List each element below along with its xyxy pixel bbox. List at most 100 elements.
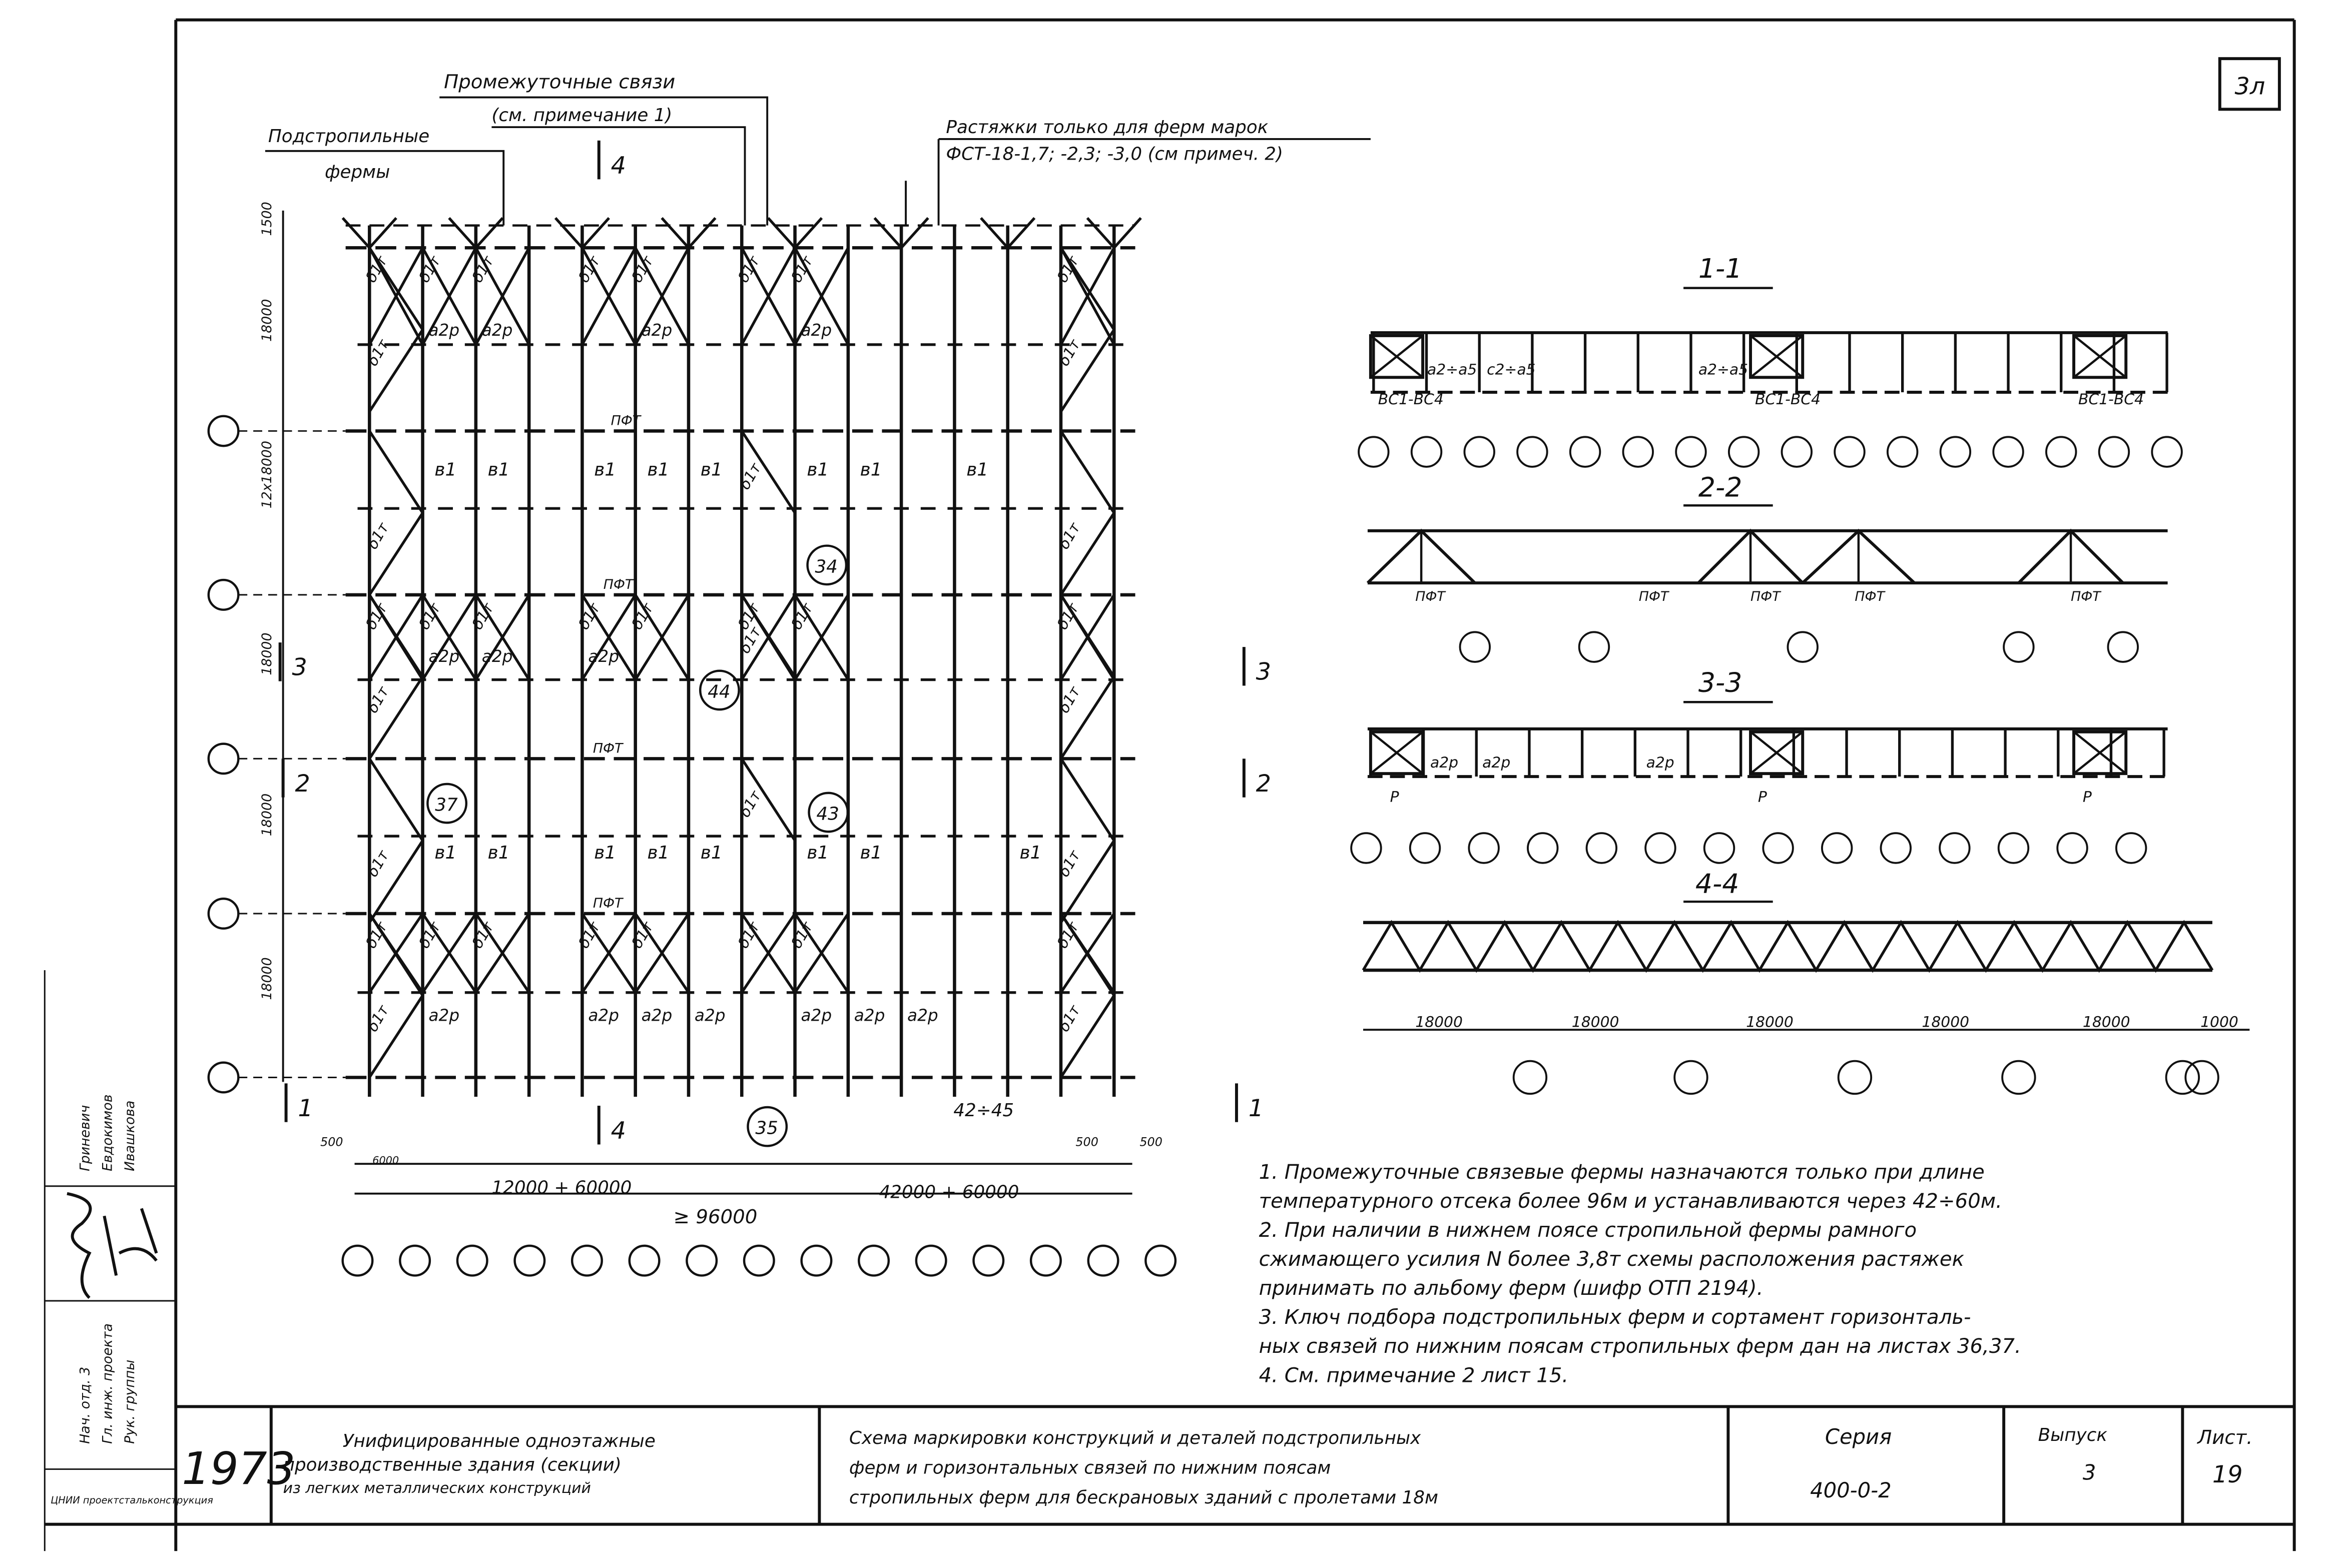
diagonal-brace bbox=[421, 247, 477, 346]
line bbox=[1749, 731, 1804, 774]
diagonal-brace bbox=[581, 913, 637, 994]
grid-axis-bubble bbox=[207, 578, 240, 611]
tie-label-b1: в1 bbox=[860, 843, 882, 863]
note-line: температурного отсека более 96м и устана… bbox=[1259, 1190, 2002, 1213]
diagonal-brace bbox=[794, 247, 850, 346]
brace-line bbox=[1113, 217, 1142, 249]
tie-label-b1: в1 bbox=[594, 460, 616, 480]
tie-label-b1: в1 bbox=[860, 460, 882, 480]
brace-label: δ1т bbox=[575, 599, 604, 632]
brace-line bbox=[1086, 217, 1115, 249]
column-bubble bbox=[1463, 436, 1495, 468]
grid-axis-bubble bbox=[1144, 1244, 1177, 1277]
diagonal-brace bbox=[1059, 247, 1115, 331]
section-mark: 1 bbox=[298, 1095, 313, 1122]
issue-label: Выпуск bbox=[2038, 1425, 2108, 1445]
dimension-left: 18000 bbox=[259, 957, 275, 1000]
column-bubble bbox=[2003, 631, 2035, 663]
section-title: 1-1 bbox=[1698, 253, 1742, 284]
tie-label-a2p: а2р bbox=[801, 1006, 832, 1025]
section-2-2-label: ПФТ bbox=[1639, 589, 1670, 604]
truss-web bbox=[1362, 920, 2214, 973]
dimension-left: 12x18000 bbox=[259, 441, 275, 508]
tie-label-a2p: а2р bbox=[428, 1006, 459, 1025]
grid-axis-bubble bbox=[341, 1244, 374, 1277]
diagonal-brace bbox=[368, 594, 424, 678]
stamp-role: Рук. группы bbox=[122, 1360, 138, 1444]
dimension-left: 1500 bbox=[259, 202, 275, 236]
diagonal-brace bbox=[368, 512, 424, 596]
plan-header-labels: Промежуточные связи (см. примечание 1) П… bbox=[265, 71, 1371, 226]
brace-label: δ1т bbox=[415, 918, 444, 951]
section-title: 2-2 bbox=[1698, 471, 1742, 503]
section-2-2-label: ПФТ bbox=[1415, 589, 1446, 604]
frame bbox=[45, 18, 2296, 1551]
column-bubble bbox=[2151, 436, 2183, 468]
grid-axis-bubble bbox=[1087, 1244, 1119, 1277]
column-bubble bbox=[1727, 436, 1760, 468]
grid-axis-bubble bbox=[570, 1244, 603, 1277]
mark-circle bbox=[699, 669, 740, 711]
column-bubble bbox=[2184, 1060, 2219, 1095]
brace-line bbox=[474, 217, 504, 249]
diagonal-brace bbox=[634, 247, 690, 346]
series-title-line: Унифицированные одноэтажные bbox=[343, 1431, 656, 1451]
grid-axis-bubble bbox=[800, 1244, 833, 1277]
tie-label-b1: в1 bbox=[594, 843, 616, 863]
column-bubble bbox=[1578, 631, 1610, 663]
tie-label-b1: в1 bbox=[1019, 843, 1041, 863]
brace-label: δ1т bbox=[788, 599, 817, 632]
column-bubble bbox=[1350, 832, 1382, 864]
diagonal-brace bbox=[581, 594, 637, 681]
diagonal-brace bbox=[1059, 913, 1115, 997]
label-intermediate: Промежуточные связи bbox=[444, 71, 675, 94]
column-bubble bbox=[2107, 631, 2139, 663]
cross-brace-box bbox=[2072, 730, 2128, 775]
brace-line bbox=[873, 217, 903, 249]
grid-axis-bubble bbox=[743, 1244, 775, 1277]
note-line: 3. Ключ подбора подстропильных ферм и со… bbox=[1259, 1306, 1971, 1329]
brace-line bbox=[341, 217, 371, 249]
line bbox=[1370, 335, 1424, 379]
brace-line bbox=[900, 217, 929, 249]
tie-label-a2p: а2р bbox=[695, 1006, 726, 1025]
diagonal-brace bbox=[1059, 430, 1115, 514]
column-bubble bbox=[1569, 436, 1601, 468]
tie-label-a2p: а2р bbox=[801, 321, 832, 340]
series-title-line: производственные здания (секции) bbox=[283, 1454, 622, 1475]
grid-axis-bubble bbox=[399, 1244, 431, 1277]
column-bubble bbox=[2115, 832, 2147, 864]
stamp-name: Гриневич bbox=[78, 1105, 93, 1171]
section-mark: 4 bbox=[611, 152, 626, 179]
stamp-org: ЦНИИ проектстальконструкция bbox=[51, 1494, 213, 1506]
brace-line bbox=[554, 217, 583, 249]
tie-label-a2p: а2р bbox=[642, 1006, 673, 1025]
signature bbox=[67, 1192, 158, 1299]
column-bubble bbox=[1512, 1060, 1548, 1095]
column-bubble bbox=[1886, 436, 1919, 468]
sheet-label: Лист. bbox=[2196, 1426, 2252, 1449]
dimension-bottom: 42÷45 bbox=[953, 1100, 1014, 1121]
section-3-3-label: а2р bbox=[1646, 754, 1674, 771]
mark-number: 43 bbox=[816, 804, 839, 824]
brace-label: δ1т bbox=[575, 918, 604, 951]
column-bubble bbox=[1762, 832, 1794, 864]
grid-axis-bubble bbox=[628, 1244, 661, 1277]
brace-line bbox=[767, 217, 796, 249]
section-1-1-label: ВС1-ВС4 bbox=[1378, 391, 1444, 408]
brace-line bbox=[448, 217, 477, 249]
tie-label-a2p: а2р bbox=[482, 321, 513, 340]
diagonal-brace bbox=[368, 913, 424, 997]
dimension-bottom: 500 bbox=[320, 1135, 343, 1149]
diagonal-brace bbox=[794, 594, 850, 681]
brace-line bbox=[368, 217, 397, 249]
grid-axis-bubble bbox=[207, 1061, 240, 1094]
diagonal-brace bbox=[634, 594, 690, 681]
section-1-1-label: ВС1-ВС4 bbox=[1755, 391, 1821, 408]
mark-number: 37 bbox=[435, 795, 458, 816]
section-1-1-label: а2÷а5 bbox=[1427, 361, 1477, 378]
diagonal-brace bbox=[421, 594, 477, 681]
tie-label-b1: в1 bbox=[648, 843, 670, 863]
